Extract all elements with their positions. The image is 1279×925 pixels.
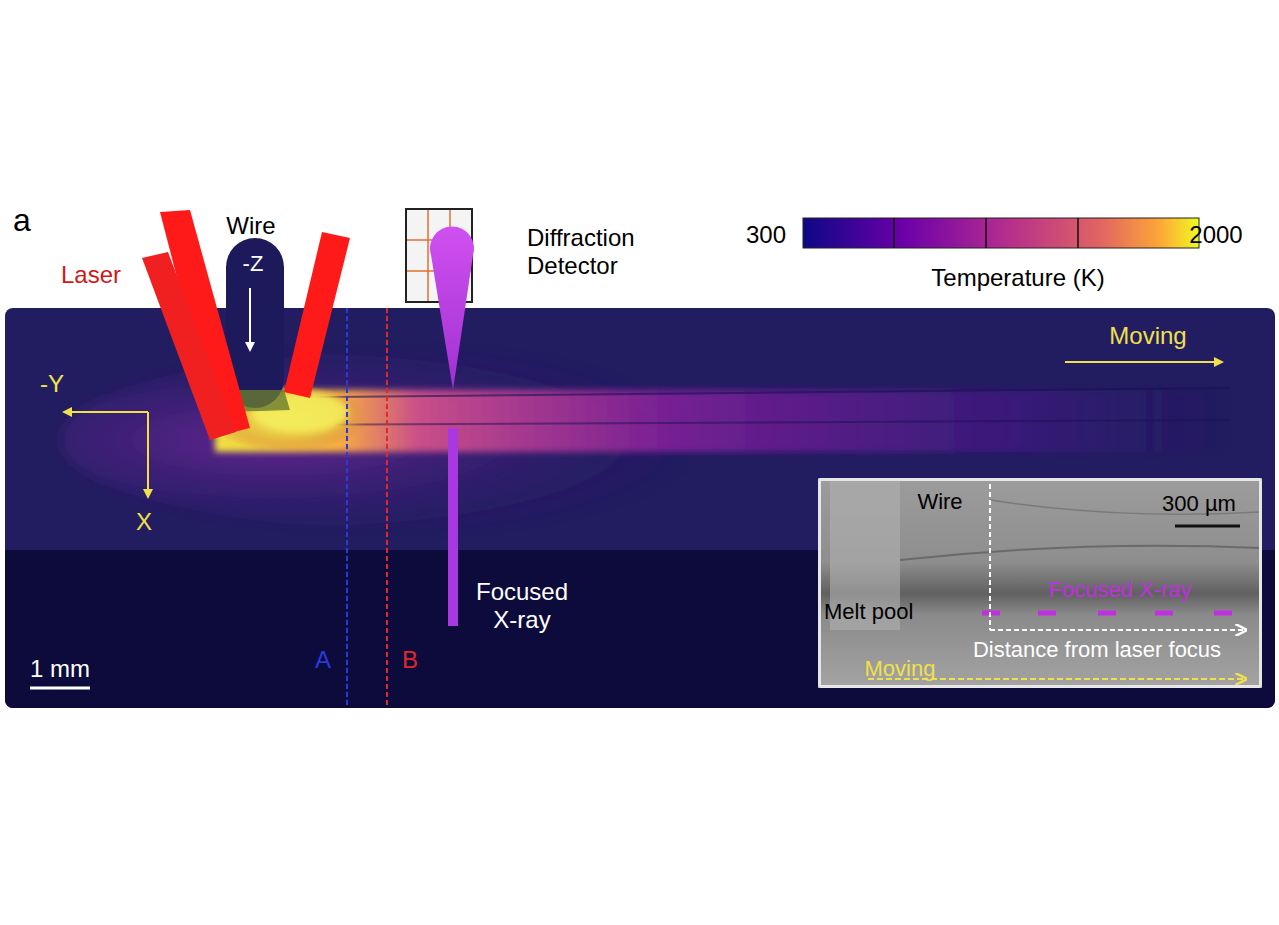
inset-melt-label: Melt pool bbox=[824, 599, 913, 624]
section-label: A bbox=[315, 646, 331, 674]
colorbar-min: 300 bbox=[746, 221, 786, 249]
detector-label: Diffraction Detector bbox=[527, 224, 662, 279]
inset-moving-label: Moving bbox=[865, 656, 936, 681]
scale-label: 1 mm bbox=[30, 655, 90, 683]
section-label: B bbox=[402, 646, 418, 674]
wire-label: Wire bbox=[226, 212, 275, 240]
axis-label: -Y bbox=[40, 370, 64, 398]
colorbar-max: 2000 bbox=[1189, 221, 1242, 249]
inset-scale-label: 300 µm bbox=[1162, 491, 1236, 516]
inset-panel: Wire 300 µm Focused X-rayMelt poolDistance… bbox=[818, 478, 1262, 688]
axis-label: -Z bbox=[243, 251, 264, 276]
laser-label: Laser bbox=[61, 261, 121, 289]
xray-label: Focused X-ray bbox=[467, 578, 577, 633]
axis-label: X bbox=[136, 508, 152, 536]
inset-wire-label: Wire bbox=[917, 489, 962, 514]
moving-label: Moving bbox=[1109, 322, 1186, 350]
panel-letter: a bbox=[13, 202, 31, 239]
inset-distance-label: Distance from laser focus bbox=[973, 637, 1221, 662]
colorbar-title: Temperature (K) bbox=[931, 264, 1104, 292]
inset-xray-label: Focused X-ray bbox=[1048, 577, 1191, 602]
